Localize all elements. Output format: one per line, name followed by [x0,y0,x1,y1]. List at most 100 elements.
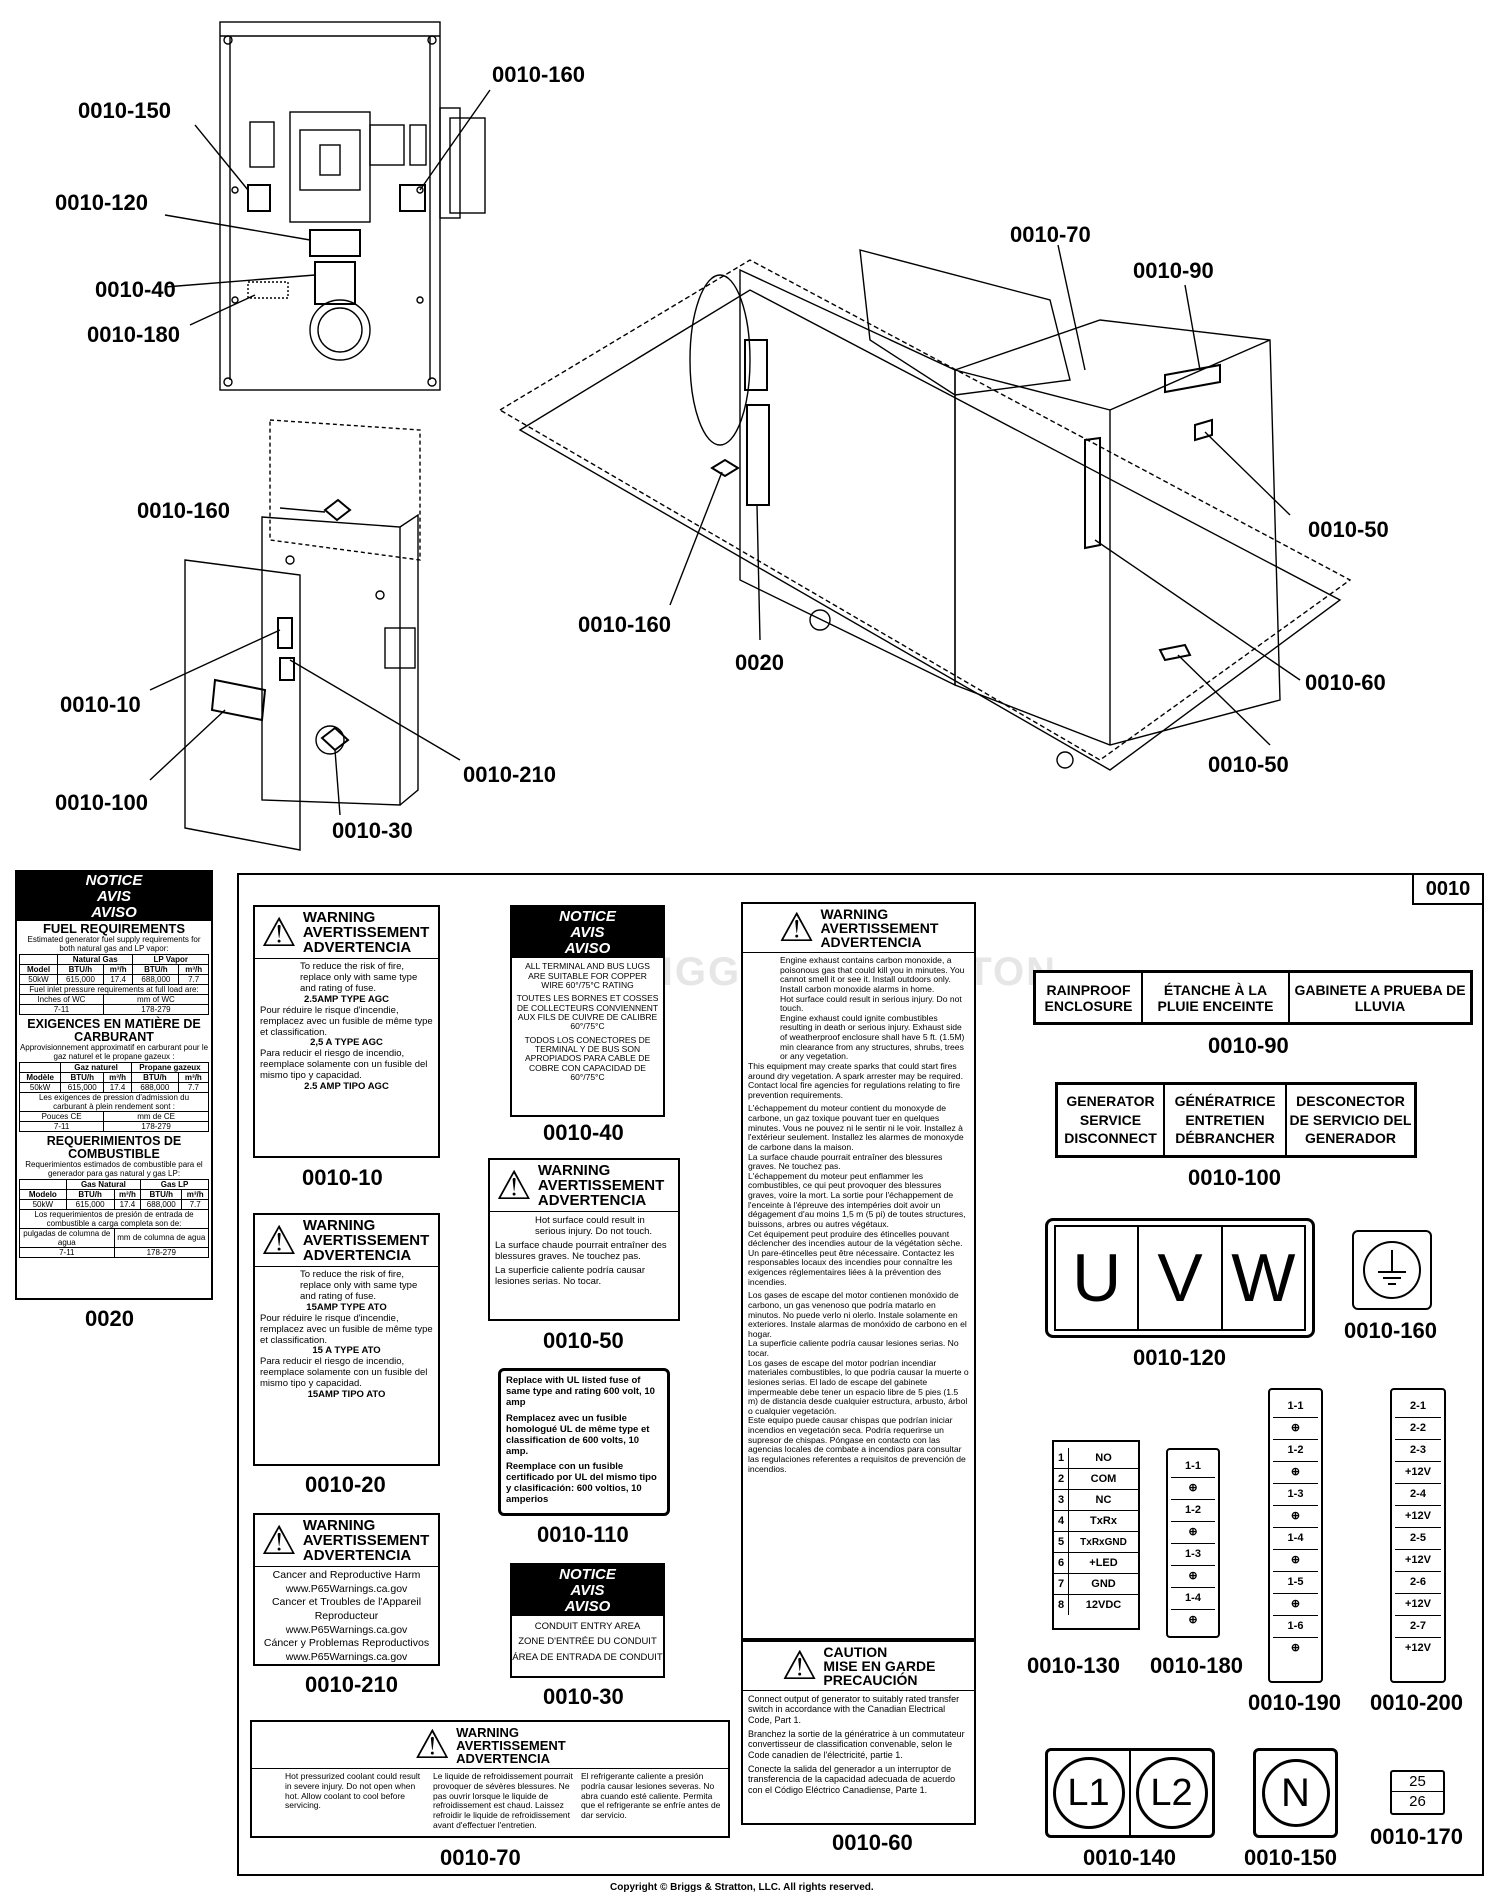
label-0010-20: 0010-20 [305,1472,386,1497]
fuel-sub-fr: Approvisionnement approximatif en carbur… [19,1043,209,1061]
label-0010-90: 0010-90 [1208,1033,1289,1058]
label-0010-200: 0010-200 [1370,1690,1463,1715]
callout-0010-90: 0010-90 [1133,258,1214,283]
l1-symbol: L1 [1052,1757,1125,1829]
terminal-strip-190-decal: 1-1⊕ 1-2⊕ 1-3⊕ 1-4⊕ 1-5⊕ 1-6⊕ [1268,1388,1323,1683]
notice-text: NOTICE [85,872,143,889]
uvw-phase-decal: U V W [1045,1218,1315,1338]
control-panel-drawing [164,21,491,391]
callout-0010-40: 0010-40 [95,277,176,302]
callout-0010-210: 0010-210 [463,762,556,787]
phase-w: W [1222,1225,1306,1331]
avis-text: AVIS [97,887,131,905]
l1-l2-decal: L1 L2 [1045,1748,1215,1838]
label-0010-120: 0010-120 [1133,1345,1226,1370]
warning-triangle-icon: ⚠ [261,910,297,955]
callout-0010-160-side: 0010-160 [137,498,230,523]
warning-triangle-icon: ⚠ [778,906,815,950]
aviso-text: AVISO [91,903,137,921]
label-0010-160: 0010-160 [1344,1318,1437,1343]
service-disconnect-decal: GENERATOR SERVICE DISCONNECT GÉNÉRATRICE… [1055,1082,1417,1158]
label-0010-190: 0010-190 [1248,1690,1341,1715]
callout-0010-70: 0010-70 [1010,222,1091,247]
callout-0010-150: 0010-150 [78,98,171,123]
label-0010-30: 0010-30 [543,1684,624,1709]
callout-0020: 0020 [735,650,784,675]
rainproof-enclosure-decal: RAINPROOF ENCLOSURE ÉTANCHE À LA PLUIE E… [1033,970,1473,1025]
caution-triangle-icon: ⚠ [781,1644,818,1688]
callout-0010-160-panel: 0010-160 [492,62,585,87]
copyright-text: Copyright © Briggs & Stratton, LLC. All … [610,1882,874,1893]
fuel-title-fr: EXIGENCES EN MATIÈRE DE CARBURANT [27,1016,201,1044]
callout-0010-10: 0010-10 [60,692,141,717]
label-0010-180: 0010-180 [1150,1653,1243,1678]
label-0010-110: 0010-110 [537,1522,629,1547]
callout-0010-50-bottom: 0010-50 [1208,752,1289,777]
warning-triangle-icon: ⚠ [261,1518,297,1563]
label-0010-50: 0010-50 [543,1328,624,1353]
warning-triangle-icon: ⚠ [261,1218,297,1263]
label-0020: 0020 [85,1306,134,1331]
label-0010-210: 0010-210 [305,1672,398,1697]
label-0010-130: 0010-130 [1027,1653,1120,1678]
label-0010-70: 0010-70 [440,1845,521,1870]
label-0010-40: 0010-40 [543,1120,624,1145]
callout-0010-180: 0010-180 [87,322,180,347]
callout-0010-30: 0010-30 [332,818,413,843]
callout-0010-120: 0010-120 [55,190,148,215]
fuel-sub-en: Estimated generator fuel supply requirem… [27,935,201,954]
label-0010-60: 0010-60 [832,1830,913,1855]
n-symbol: N [1261,1759,1330,1827]
callout-0010-160-gen: 0010-160 [578,612,671,637]
terminal-25-26-decal: 25 26 [1390,1770,1445,1815]
kit-number-box: 0010 [1412,873,1484,905]
phase-v: V [1139,1225,1223,1331]
warning-triangle-icon: ⚠ [496,1163,532,1208]
enclosure-side-drawing [149,419,461,851]
label-0010-170: 0010-170 [1370,1824,1463,1849]
assembly-drawings [149,21,1352,851]
ground-symbol-decal [1352,1230,1432,1310]
l2-symbol: L2 [1135,1757,1208,1829]
phase-u: U [1054,1225,1140,1331]
fuel-sub-es: Requerimientos estimados de combustible … [25,1159,203,1178]
label-0010-100: 0010-100 [1188,1165,1281,1190]
generator-drawing [498,244,1352,771]
ground-icon [1363,1241,1421,1299]
terminal-strip-180-decal: 1-1⊕ 1-2⊕ 1-3⊕ 1-4⊕ [1166,1448,1220,1638]
label-0010-10: 0010-10 [302,1165,383,1190]
callout-0010-60: 0010-60 [1305,670,1386,695]
fuse-600v-decal: Replace with UL listed fuse of same type… [498,1368,670,1516]
fuel-requirements-decal: NOTICE AVIS AVISO FUEL REQUIREMENTS Esti… [15,870,213,1300]
terminal-row: 6+LED [1054,1553,1138,1574]
neutral-decal: N [1253,1748,1338,1838]
callout-0010-50-right: 0010-50 [1308,517,1389,542]
fuel-title-es: REQUERIMIENTOS DE COMBUSTIBLE [46,1133,182,1161]
callout-0010-100: 0010-100 [55,790,148,815]
label-0010-150: 0010-150 [1244,1845,1337,1870]
warning-triangle-icon: ⚠ [414,1723,451,1767]
fuel-title-en: FUEL REQUIREMENTS [42,921,186,937]
label-0010-140: 0010-140 [1083,1845,1176,1870]
